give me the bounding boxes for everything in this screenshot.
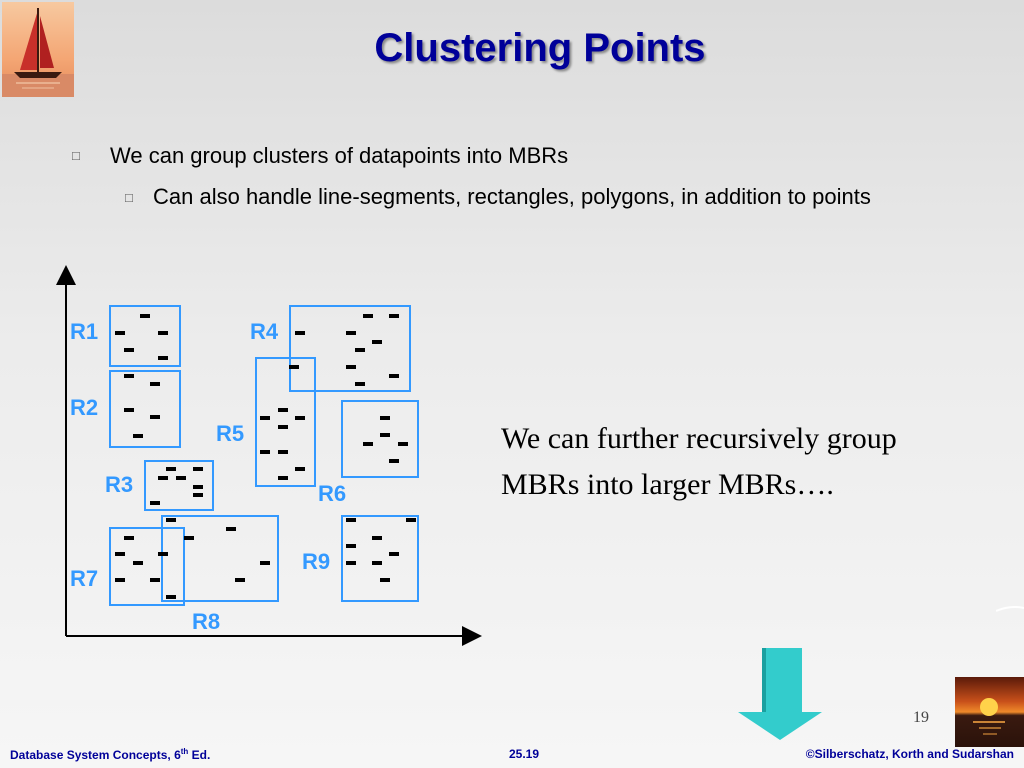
rect-r3	[144, 460, 214, 511]
label-r3: R3	[105, 472, 133, 497]
rect-r7	[109, 527, 185, 606]
label-r8: R8	[192, 609, 220, 634]
footer-book-title: Database System Concepts, 6th Ed.	[10, 747, 211, 762]
label-r4: R4	[250, 319, 279, 344]
rect-r9	[341, 515, 419, 602]
rect-r1	[109, 305, 181, 367]
label-r6: R6	[318, 481, 346, 506]
bullet-level-1: We can group clusters of datapoints into…	[110, 143, 569, 168]
footer-copyright: ©Silberschatz, Korth and Sudarshan	[805, 747, 1014, 761]
label-r1: R1	[70, 319, 98, 344]
label-r2: R2	[70, 395, 98, 420]
bullet-marker-icon: □	[125, 190, 133, 205]
sailboat-logo-icon	[2, 2, 74, 97]
rect-r4	[289, 305, 411, 392]
rect-r5	[255, 357, 316, 487]
label-r7: R7	[70, 566, 98, 591]
label-r9: R9	[302, 549, 330, 574]
rect-r8	[161, 515, 279, 602]
rect-r6	[341, 400, 419, 478]
page-number: 19	[913, 709, 929, 726]
bullet-marker-icon: □	[72, 148, 80, 163]
slide-title: Clustering Points	[374, 26, 706, 70]
label-r5: R5	[216, 421, 244, 446]
decorative-swoosh-icon	[996, 606, 1024, 612]
down-arrow-icon[interactable]	[738, 648, 822, 740]
side-note: We can further recursively group MBRs in…	[501, 422, 897, 501]
bullet-level-2: Can also handle line-segments, rectangle…	[153, 184, 871, 209]
rect-r2	[109, 370, 181, 448]
sunset-icon	[955, 677, 1024, 747]
footer-slide-ref: 25.19	[509, 747, 540, 761]
